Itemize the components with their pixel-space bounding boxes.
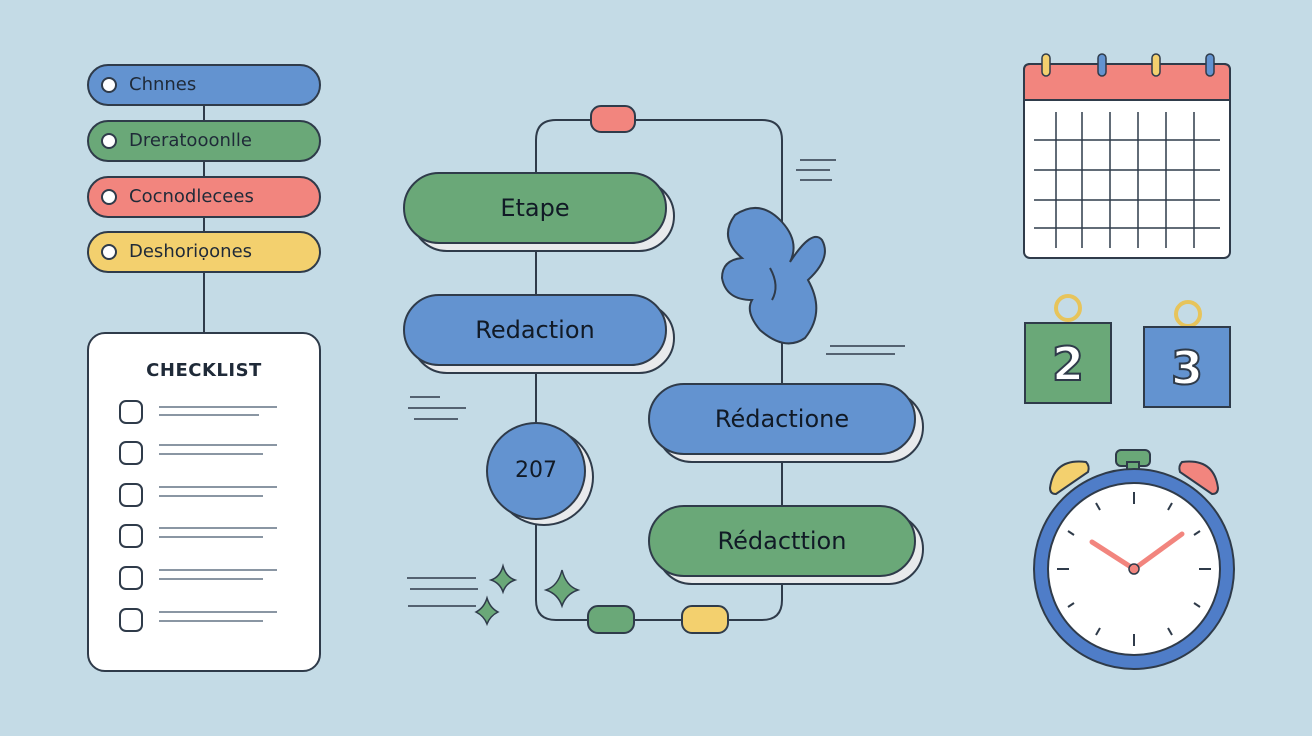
tile-ring: [1054, 294, 1082, 322]
number-tile: 3: [1143, 326, 1231, 408]
alarm-clock-icon: [1033, 449, 1235, 670]
checklist-item[interactable]: [119, 608, 299, 634]
checkbox[interactable]: [119, 566, 143, 590]
checklist-title: CHECKLIST: [146, 360, 262, 381]
step-label: Rédacttion: [717, 527, 847, 555]
tile-ring: [1174, 300, 1202, 328]
checklist-item[interactable]: [119, 483, 299, 509]
checkbox[interactable]: [119, 524, 143, 548]
checklist-item[interactable]: [119, 441, 299, 467]
radio-dot: [101, 77, 117, 93]
step-redacttion[interactable]: Rédacttion: [648, 505, 916, 577]
tile-label: 2: [1051, 336, 1085, 392]
radio-dot: [101, 189, 117, 205]
step-etape[interactable]: Etape: [403, 172, 667, 244]
legend-item[interactable]: Chnnes: [87, 64, 321, 106]
radio-dot: [101, 133, 117, 149]
sparkle-icon: [543, 569, 581, 609]
connector-tab-top: [590, 105, 636, 133]
number-tile: 2: [1024, 322, 1112, 404]
checkbox[interactable]: [119, 441, 143, 465]
checklist-card: CHECKLIST: [87, 332, 321, 672]
checkbox[interactable]: [119, 400, 143, 424]
checkbox[interactable]: [119, 608, 143, 632]
sparkle-icon: [488, 563, 518, 595]
count-badge: 207: [486, 422, 586, 520]
radio-dot: [101, 244, 117, 260]
legend-label: Deshoriọones: [129, 241, 253, 262]
step-redactione[interactable]: Rédactione: [648, 383, 916, 455]
legend-item[interactable]: Cocnodlecees: [87, 176, 321, 218]
checklist-item[interactable]: [119, 524, 299, 550]
legend-item[interactable]: Deshoriọones: [87, 231, 321, 273]
connector-tab-green: [587, 605, 635, 634]
step-label: Etape: [500, 194, 570, 222]
calendar-icon: [1023, 53, 1231, 259]
step-label: Redaction: [475, 316, 595, 344]
tile-label: 3: [1170, 340, 1204, 396]
legend-label: Dreratooonlle: [129, 130, 252, 151]
connector-tab-yellow: [681, 605, 729, 634]
step-redaction[interactable]: Redaction: [403, 294, 667, 366]
legend-label: Cocnodlecees: [129, 186, 254, 207]
checklist-item[interactable]: [119, 400, 299, 426]
step-label: Rédactione: [714, 405, 850, 433]
legend-item[interactable]: Dreratooonlle: [87, 120, 321, 162]
checklist-item[interactable]: [119, 566, 299, 592]
legend-label: Chnnes: [129, 74, 197, 95]
sparkle-icon: [474, 595, 500, 627]
checkbox[interactable]: [119, 483, 143, 507]
badge-label: 207: [515, 458, 557, 483]
